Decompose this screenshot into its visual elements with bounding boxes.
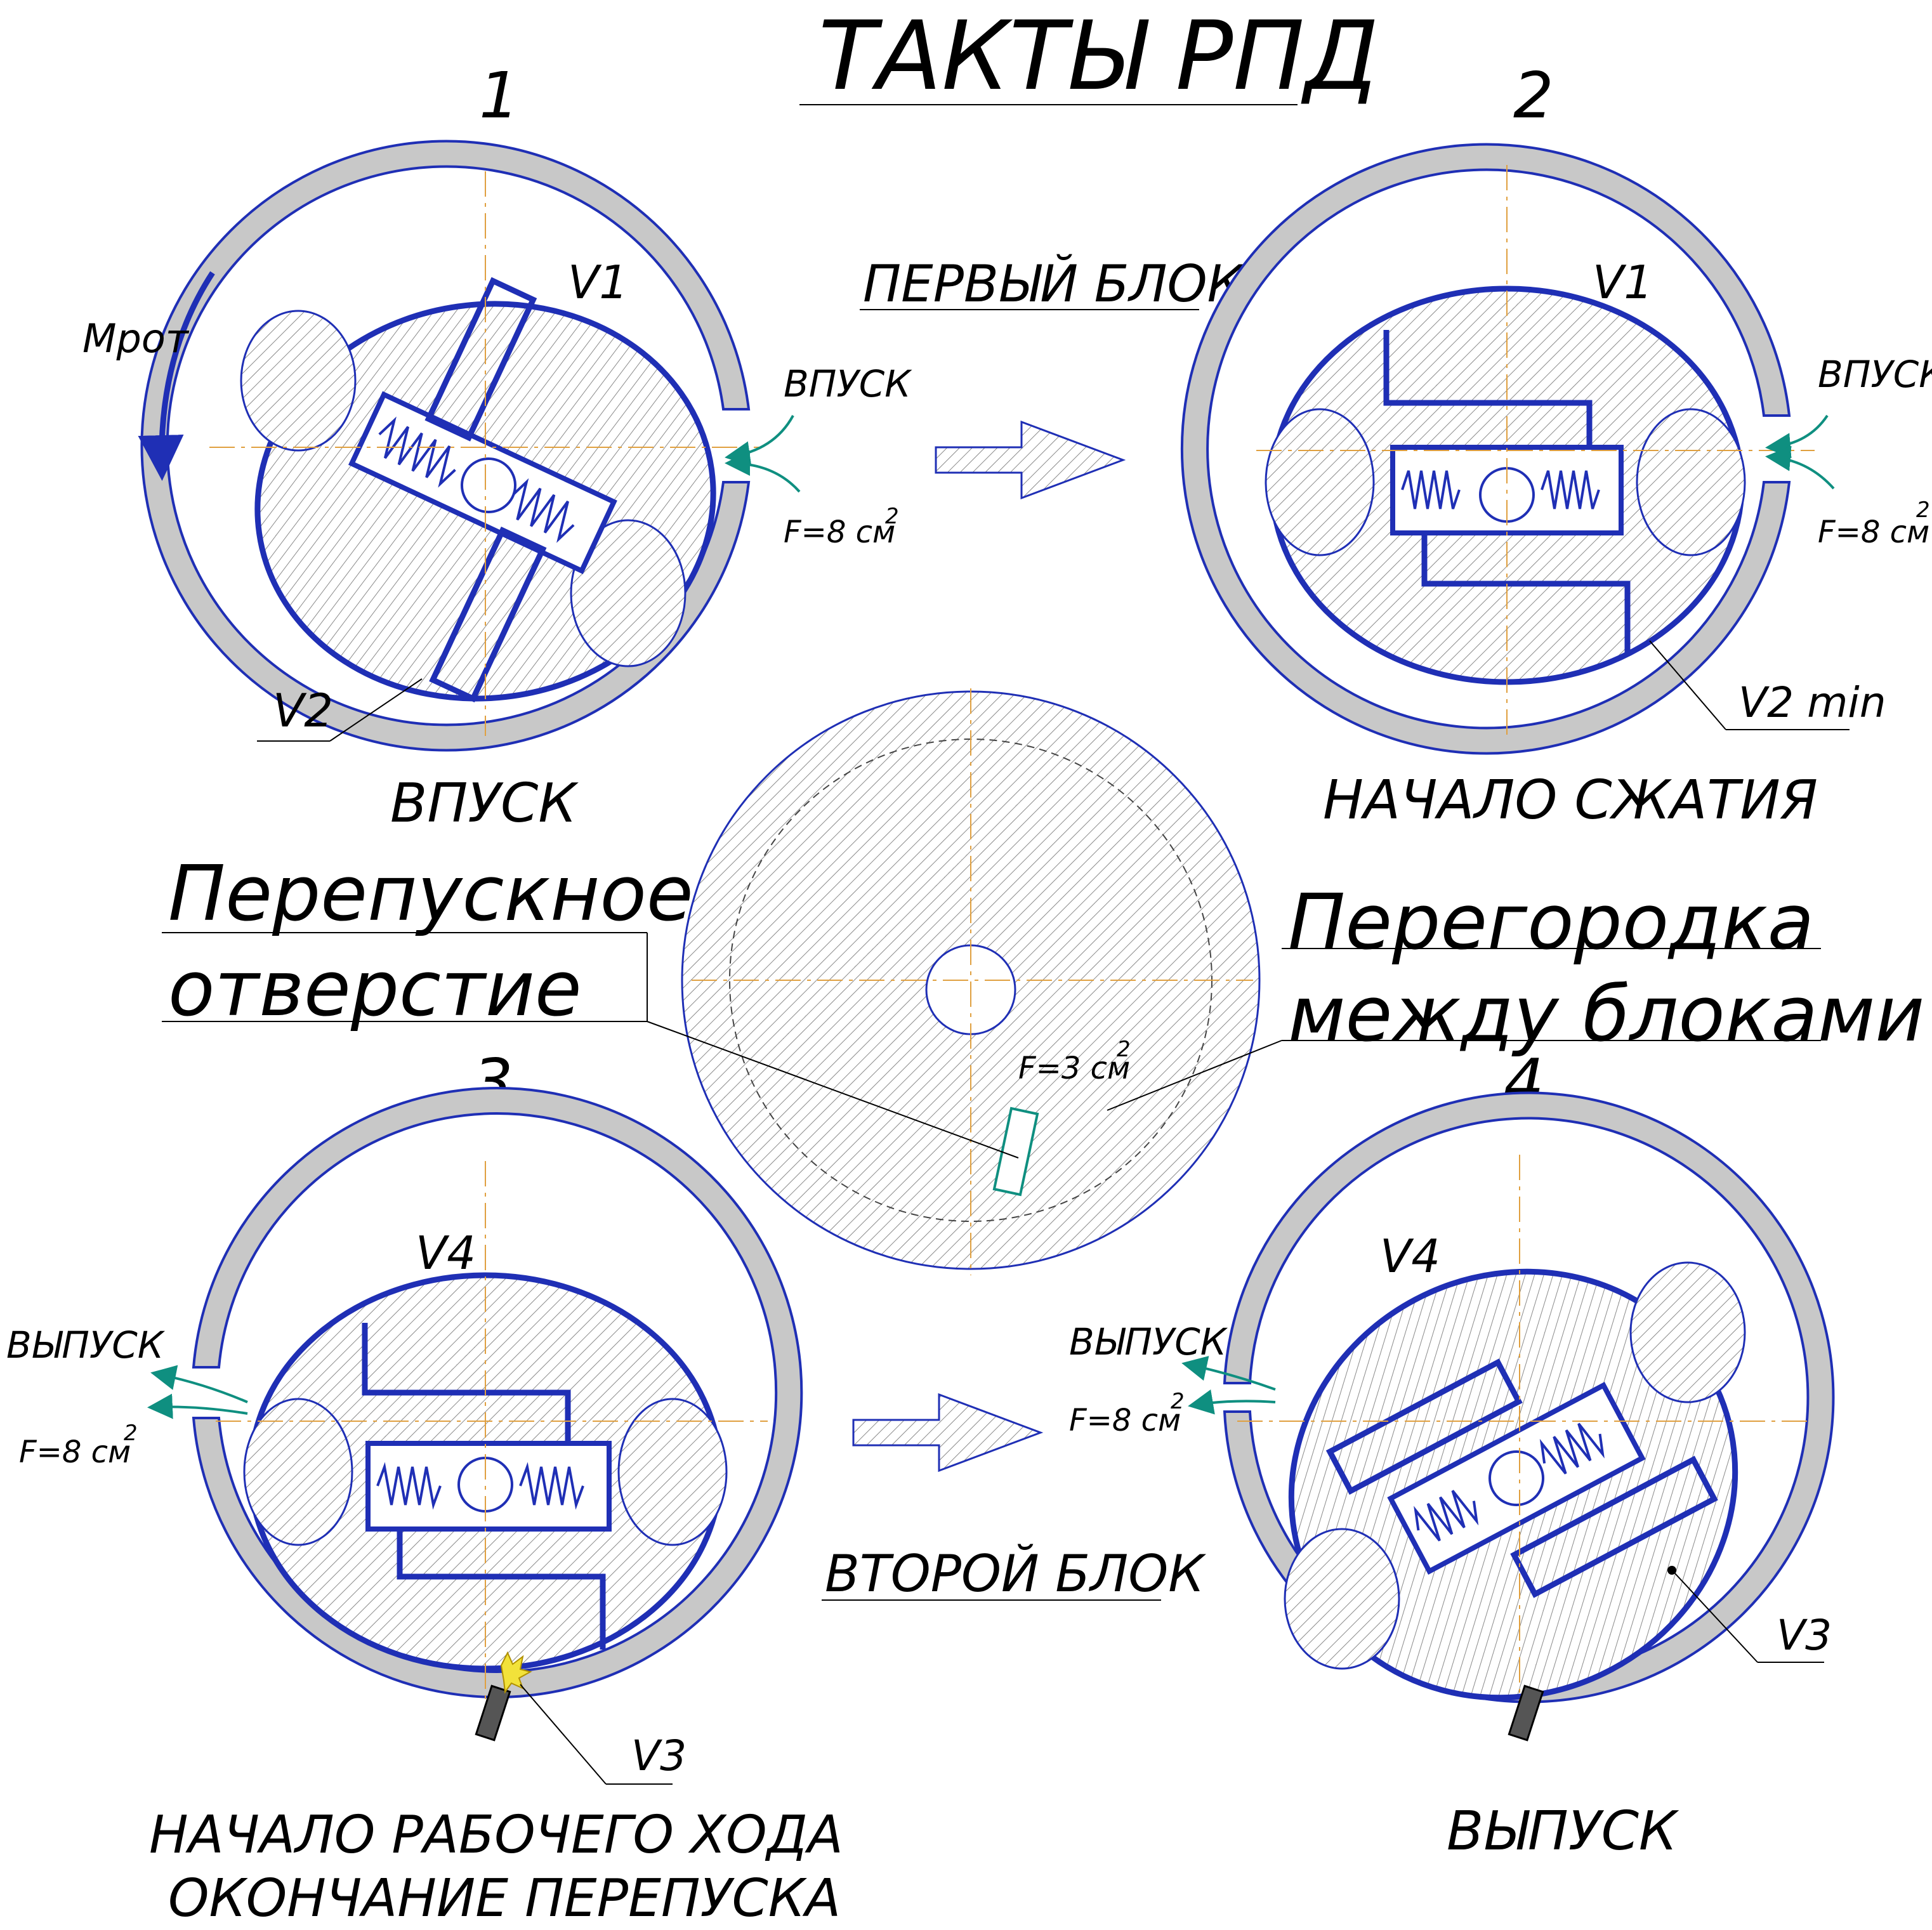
- stroke-4-spring-right: [1539, 1422, 1605, 1474]
- stroke-4-spring-left: [1414, 1490, 1479, 1542]
- stroke-1-spring-left: [378, 416, 456, 488]
- transition-arrow-1-2: [935, 420, 1126, 500]
- stroke-1-vane-lower: [429, 526, 547, 703]
- stroke-1-vane-upper: [424, 277, 537, 442]
- stroke-1-torque-label: Mрот: [82, 315, 190, 362]
- stroke-1-port-area: F=8 см: [784, 515, 895, 550]
- stroke-3-chamber-left: [243, 1398, 353, 1546]
- stroke-4-vane-lower: [1510, 1455, 1718, 1598]
- stroke-3-housing: [192, 1087, 803, 1698]
- stroke-1-volume-top: V1: [568, 256, 628, 309]
- stroke-1-volume-bottom: V2: [273, 684, 333, 737]
- stroke-4-vane-upper: [1325, 1358, 1523, 1495]
- stroke-3-flow-out: [150, 1365, 248, 1403]
- stroke-1-torque-arrow: [138, 271, 215, 481]
- stroke-4-diagram: 4 V4 V3 ВЫПУСК F=8 см 2 ВЫПУСК: [1069, 1045, 1835, 1863]
- stroke-3-caption-line1: НАЧАЛО РАБОЧЕГО ХОДА: [149, 1805, 843, 1865]
- stroke-3-port-area-sup: 2: [124, 1421, 138, 1446]
- stroke-4-shaft: [1488, 1450, 1544, 1506]
- stroke-2-vane-lower: [1421, 533, 1631, 653]
- stroke-4-marker-dot: [1667, 1566, 1676, 1575]
- stroke-4-volume-bottom: V3: [1777, 1611, 1832, 1660]
- stroke-3-chamber-right: [617, 1398, 728, 1546]
- stroke-3-port-area: F=8 см: [19, 1434, 131, 1470]
- stroke-1-number: 1: [479, 58, 520, 133]
- stroke-3-vane-lower: [397, 1529, 606, 1650]
- stroke-4-spark-plug: [1508, 1684, 1544, 1742]
- bypass-label-line1: Перепускное: [168, 850, 693, 938]
- stroke-3-vane-upper: [362, 1323, 571, 1443]
- stroke-1-port-label: ВПУСК: [784, 362, 912, 405]
- stroke-2-chamber-right: [1636, 408, 1746, 556]
- stroke-2-spring-left: [1401, 470, 1461, 509]
- transition-arrow-3-4: [852, 1393, 1044, 1473]
- stroke-2-port-label: ВПУСК: [1818, 353, 1932, 396]
- stroke-2-port-area: F=8 см: [1818, 515, 1929, 550]
- stroke-3-volume-top: V4: [416, 1226, 476, 1280]
- stroke-4-chamber-top: [1629, 1261, 1746, 1403]
- stroke-4-port-label: ВЫПУСК: [1069, 1320, 1228, 1363]
- stroke-1-shaft: [461, 457, 516, 513]
- stroke-2-vane-upper: [1383, 330, 1593, 447]
- stroke-2-spring-right: [1541, 470, 1600, 509]
- stroke-4-caption: ВЫПУСК: [1447, 1800, 1679, 1863]
- stroke-3-spring-left: [376, 1462, 442, 1510]
- stroke-1-chamber-left: [240, 310, 357, 452]
- bypass-area: F=3 см: [1018, 1051, 1130, 1086]
- stroke-4-flow-out: [1181, 1356, 1276, 1391]
- stroke-3-spring-right: [519, 1462, 584, 1510]
- stroke-1-chamber-right: [570, 519, 687, 667]
- stroke-4-port-area-sup: 2: [1171, 1389, 1185, 1414]
- second-block-label: ВТОРОЙ БЛОК: [825, 1544, 1206, 1603]
- bypass-area-sup: 2: [1117, 1037, 1131, 1062]
- stroke-3-spark-plug: [475, 1684, 511, 1742]
- stroke-2-caption: НАЧАЛО СЖАТИЯ: [1323, 769, 1818, 832]
- stroke-4-volume-top: V4: [1380, 1230, 1440, 1283]
- stroke-1-port-area-sup: 2: [885, 504, 899, 529]
- stroke-1-spring-right: [510, 478, 575, 543]
- bypass-hole: [992, 1106, 1039, 1197]
- stroke-3-spark-icon: [500, 1651, 532, 1694]
- partition-diagram: F=3 см 2 Перепускное отверстие Перегород…: [162, 688, 1924, 1275]
- stroke-4-port-area: F=8 см: [1069, 1403, 1181, 1438]
- stroke-2-volume-bottom: V2 min: [1738, 678, 1886, 727]
- partition-label-line1: Перегородка: [1288, 879, 1814, 967]
- stroke-2-diagram: 2 V1 V2 min ВПУСК F=8 см 2 НАЧАЛО СЖАТИЯ: [1180, 58, 1932, 832]
- stroke-3-port-label: ВЫПУСК: [6, 1323, 166, 1367]
- stroke-3-caption-line2: ОКОНЧАНИЕ ПЕРЕПУСКА: [168, 1868, 841, 1929]
- first-block-label: ПЕРВЫЙ БЛОК: [863, 254, 1245, 313]
- stroke-3-diagram: 3 V4 V3 ВЫПУСК F=8 см 2 НАЧАЛО РАБОЧЕГО …: [6, 1045, 843, 1929]
- diagram-title: ТАКТЫ РПД: [818, 1, 1379, 112]
- stroke-4-housing: [1223, 1091, 1835, 1704]
- stroke-1-housing: [140, 140, 751, 752]
- stroke-2-housing: [1180, 143, 1791, 755]
- stroke-2-chamber-left: [1265, 408, 1375, 556]
- stroke-4-chamber-bottom: [1284, 1528, 1400, 1670]
- bypass-label-line2: отверстие: [168, 945, 582, 1034]
- stroke-1-flow-in: [725, 415, 794, 467]
- stroke-2-volume-top: V1: [1593, 256, 1653, 309]
- stroke-1-diagram: 1 V1 V2 Mрот ВПУСК F=8 см 2 ВПУСК: [82, 58, 912, 835]
- stroke-1-caption: ВПУСК: [390, 772, 579, 835]
- stroke-2-flow-in: [1765, 414, 1829, 459]
- stroke-3-volume-bottom: V3: [631, 1731, 687, 1780]
- partition-label-line2: между блоками: [1288, 971, 1924, 1059]
- stroke-2-number: 2: [1513, 58, 1554, 133]
- stroke-2-port-area-sup: 2: [1916, 497, 1930, 523]
